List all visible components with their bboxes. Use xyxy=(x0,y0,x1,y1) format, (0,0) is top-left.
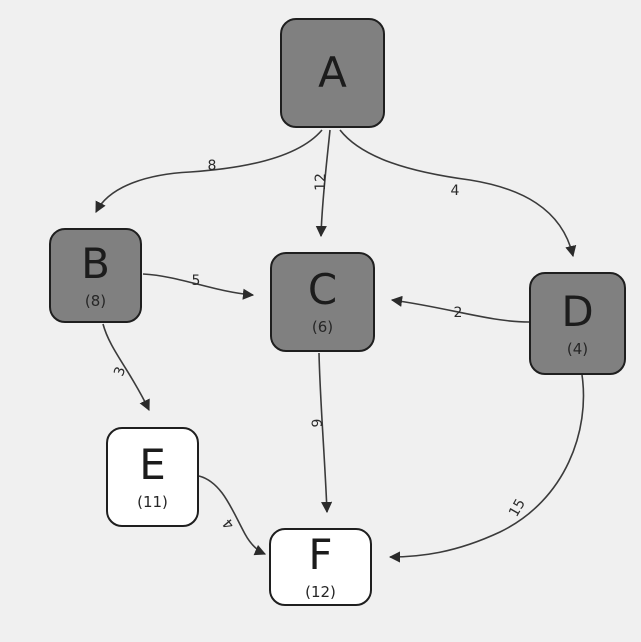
edge-a-c xyxy=(315,129,331,238)
node-f[interactable]: F (12) xyxy=(269,528,372,606)
edge-d-c xyxy=(390,295,530,323)
edge-e-f xyxy=(198,475,267,556)
edge-label-c-f: 9 xyxy=(310,419,326,428)
edge-b-e xyxy=(102,323,150,412)
node-e-sublabel: (11) xyxy=(137,493,168,511)
edge-label-d-f: 15 xyxy=(506,496,529,519)
node-d-label: D xyxy=(561,286,594,336)
edge-label-a-b: 8 xyxy=(208,158,217,174)
edge-label-b-c: 5 xyxy=(192,273,201,289)
edge-label-a-d: 4 xyxy=(451,183,460,199)
node-d[interactable]: D (4) xyxy=(529,272,626,375)
edge-label-e-f: 4 xyxy=(220,515,238,532)
edge-label-a-c: 12 xyxy=(313,173,329,191)
edge-label-b-e: 3 xyxy=(111,365,129,379)
edge-b-c xyxy=(142,273,255,300)
node-c[interactable]: C (6) xyxy=(270,252,375,352)
edge-label-d-c: 2 xyxy=(454,305,463,321)
node-a-label: A xyxy=(318,48,347,97)
edge-d-f xyxy=(388,374,585,563)
node-b[interactable]: B (8) xyxy=(49,228,142,323)
node-b-sublabel: (8) xyxy=(84,291,107,310)
node-f-label: F xyxy=(308,530,333,579)
node-e-label: E xyxy=(139,440,166,489)
node-c-label: C xyxy=(307,265,338,314)
node-b-label: B xyxy=(81,238,110,288)
edge-a-d xyxy=(339,129,577,258)
node-a[interactable]: A xyxy=(280,18,385,128)
edge-c-f xyxy=(318,352,333,514)
node-d-sublabel: (4) xyxy=(566,339,589,358)
node-f-sublabel: (12) xyxy=(305,583,336,601)
node-e[interactable]: E (11) xyxy=(106,427,199,527)
node-c-sublabel: (6) xyxy=(311,318,334,336)
edge-a-b xyxy=(95,129,323,213)
